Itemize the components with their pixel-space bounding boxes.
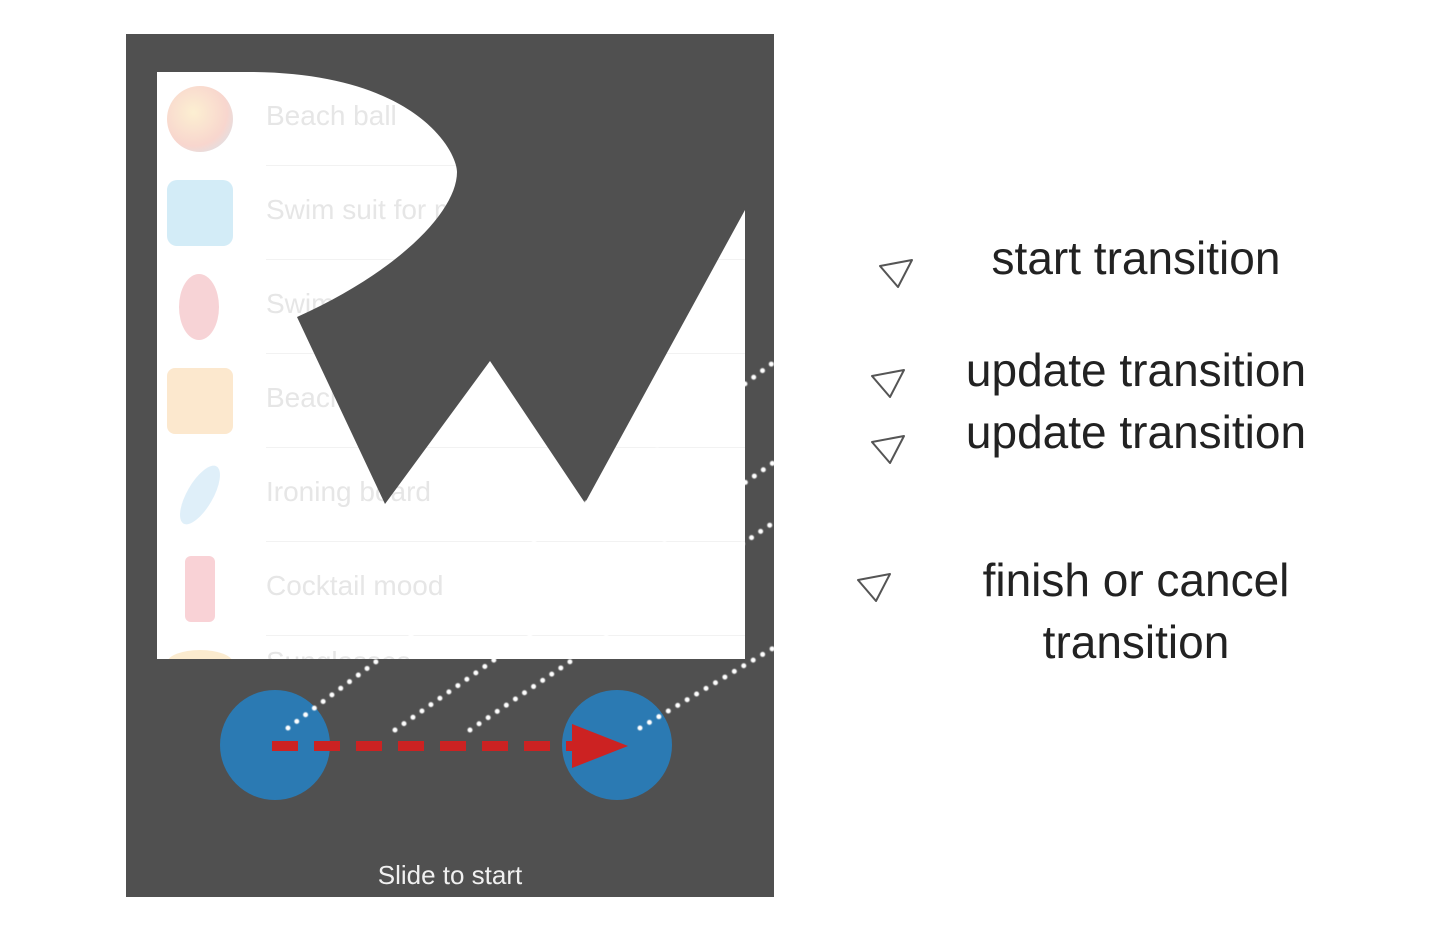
step-finish-label-line-2: transition [1042, 616, 1230, 668]
connector-start [285, 265, 908, 731]
rw-logo-mask [247, 72, 745, 504]
row-divider [266, 447, 745, 448]
list-item-label: Beach ball [266, 100, 397, 131]
callout-connectors [285, 265, 908, 733]
chevron-down-icon [871, 435, 905, 464]
list-item-label: Cocktail mood [266, 570, 444, 601]
slide-to-start-label: Slide to start [377, 860, 523, 890]
beach-ball-icon [167, 86, 233, 152]
chevron-down-icon [879, 259, 913, 288]
step-start-label: start transition [991, 232, 1281, 284]
list-item-label: Ironing board [266, 476, 432, 507]
connector-update-1 [392, 375, 898, 733]
list-item: Sunglasses [157, 636, 745, 659]
list-item-label: Sunglasses [266, 646, 411, 659]
row-divider [266, 541, 745, 542]
callout-pointers [857, 259, 913, 602]
step-finish-label-line-1: finish or cancel [982, 554, 1290, 606]
step-update-label-1: update transition [965, 344, 1307, 396]
list-item: Cocktail mood [157, 542, 745, 636]
sunglasses-icon [167, 650, 233, 659]
swim-trunks-icon [167, 180, 233, 246]
connector-update-2 [467, 435, 898, 733]
item-list-panel: Beach ball Swim suit for men Swim suit f… [157, 72, 745, 659]
rw-logo-shape [247, 72, 745, 504]
chevron-down-icon [871, 369, 905, 398]
arrow-right-icon [572, 724, 628, 768]
chevron-down-icon [857, 573, 891, 602]
bucket-icon [167, 368, 233, 434]
step-update-label-2: update transition [965, 406, 1307, 458]
cocktail-icon [185, 556, 215, 622]
row-divider [266, 635, 745, 636]
list-item: Ironing board [157, 448, 745, 542]
connector-finish [637, 585, 883, 731]
bikini-icon [179, 274, 219, 340]
